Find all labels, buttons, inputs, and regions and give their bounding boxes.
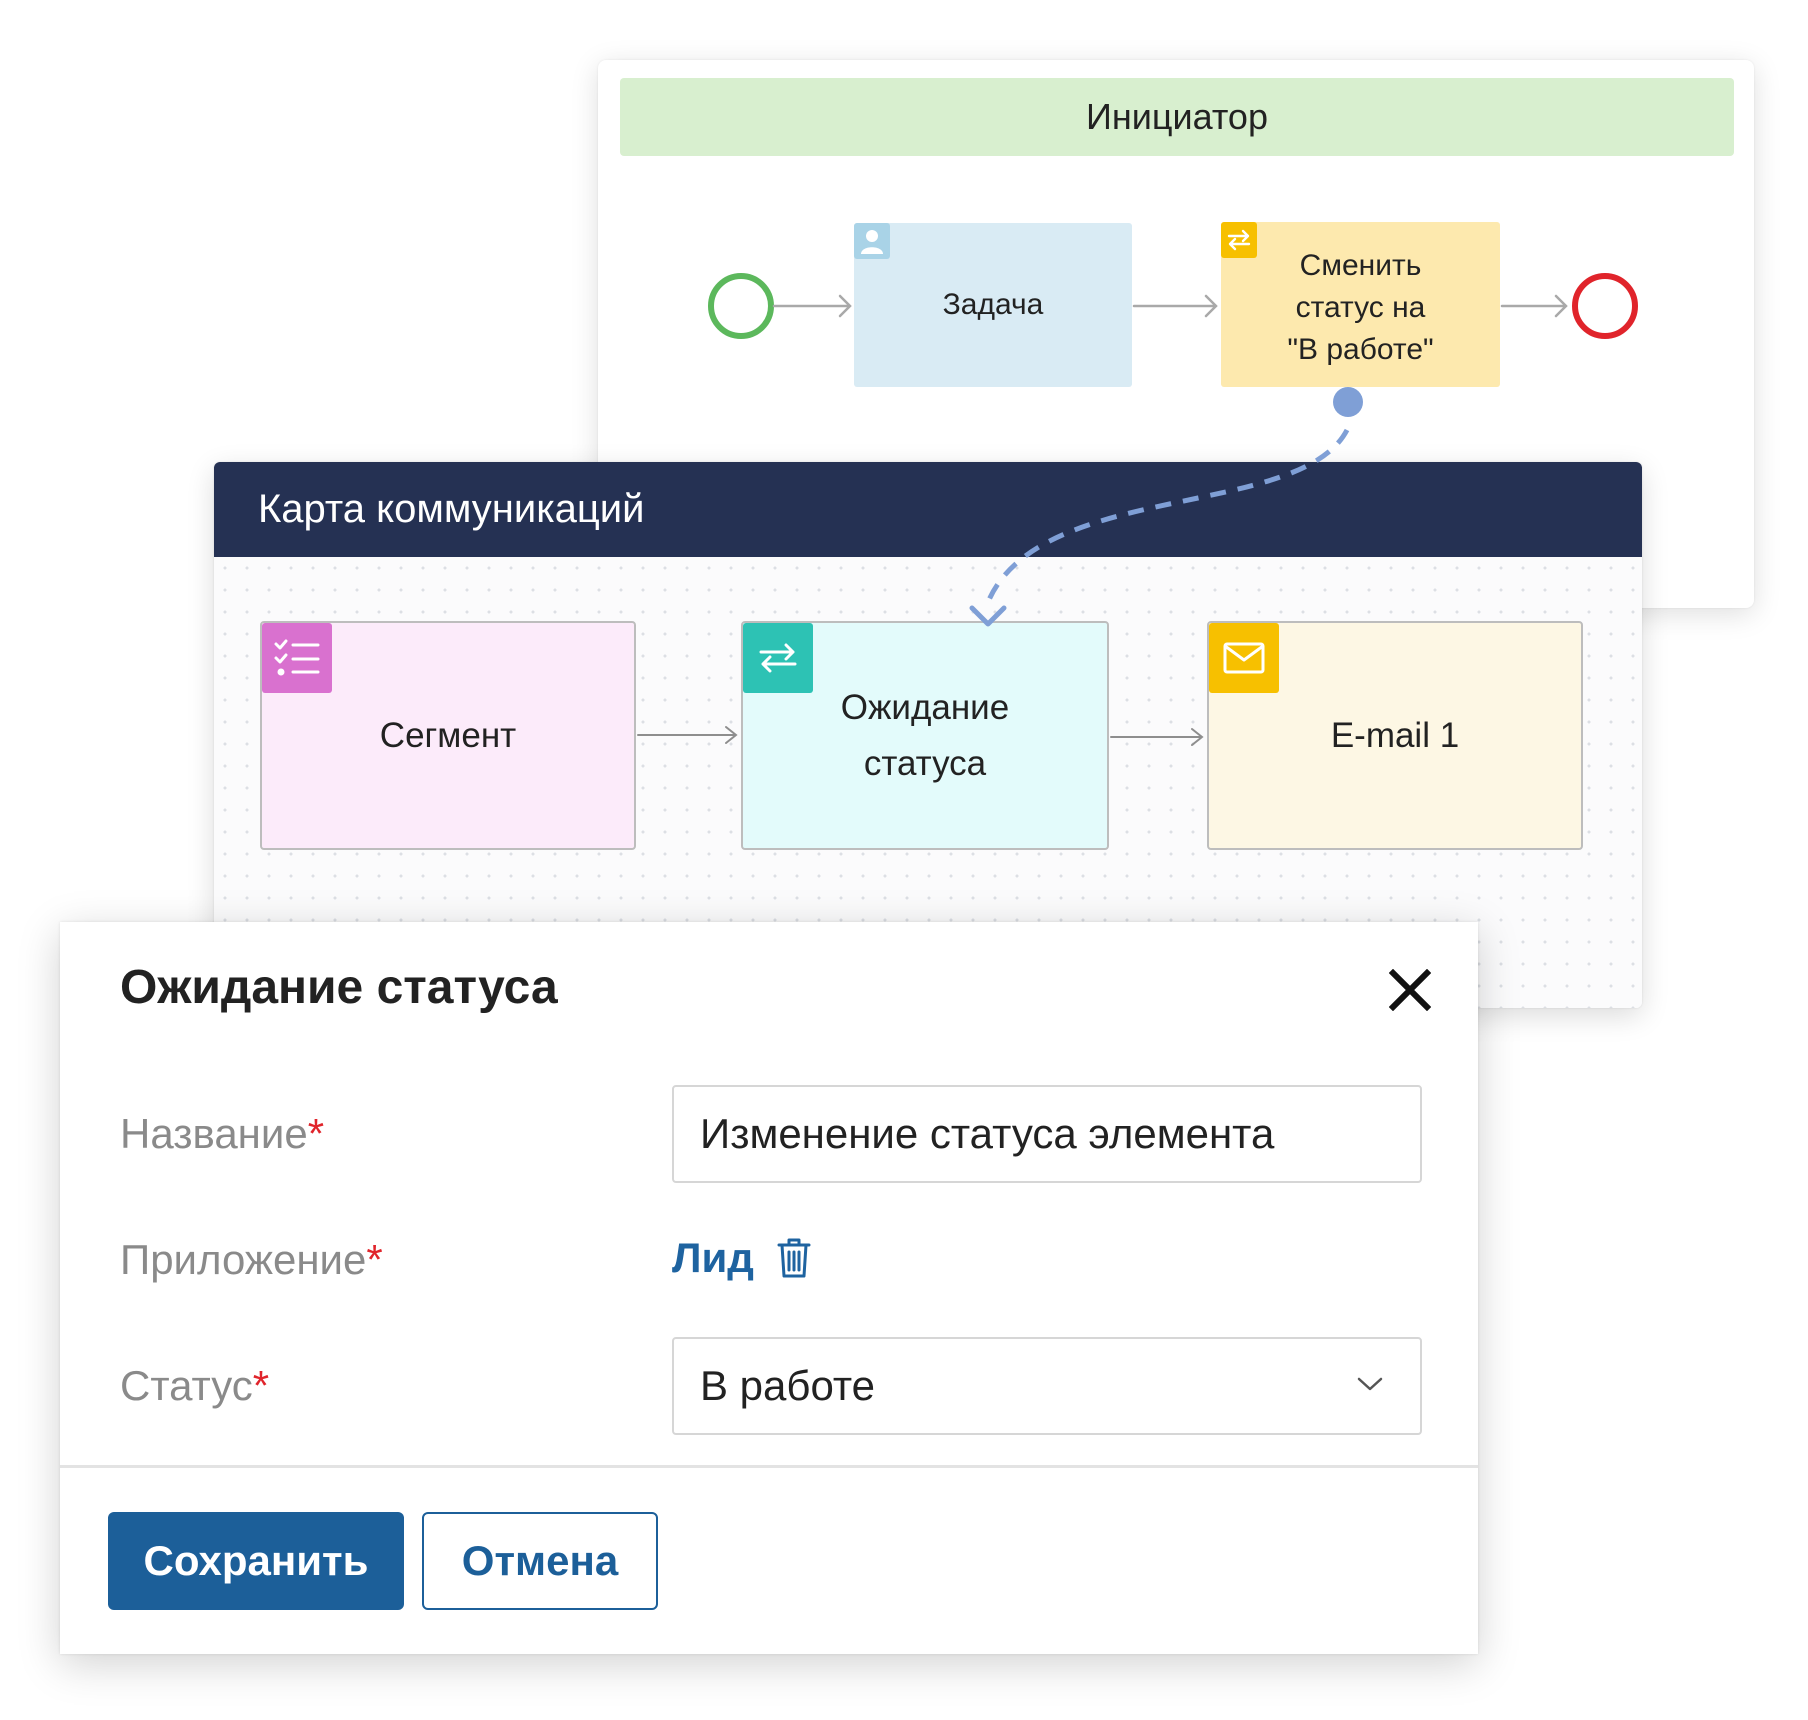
status-select[interactable]: В работе: [672, 1337, 1422, 1435]
flow-arrow: [1132, 294, 1218, 318]
comm-map-title: Карта коммуникаций: [258, 487, 645, 531]
app-label: Приложение*: [120, 1236, 383, 1283]
status-select-value: В работе: [700, 1362, 876, 1409]
swap-icon: [743, 623, 813, 693]
process-flows: [772, 294, 1568, 318]
lane-header: Инициатор: [620, 78, 1734, 156]
close-button[interactable]: [1386, 966, 1434, 1014]
node-wait-status[interactable]: Ожидание статуса: [741, 621, 1109, 850]
end-event[interactable]: [1572, 273, 1638, 339]
flow-arrow: [1500, 294, 1568, 318]
required-mark: *: [252, 1362, 270, 1409]
checklist-icon: [262, 623, 332, 693]
comm-map-header: Карта коммуникаций: [214, 462, 1642, 557]
node-label: Сегмент: [379, 715, 517, 755]
comm-map-flows: [637, 726, 1204, 746]
task-zadacha[interactable]: Задача: [854, 223, 1132, 387]
app-value: Лид: [672, 1234, 812, 1282]
required-mark: *: [366, 1236, 383, 1283]
wait-status-dialog: Ожидание статуса Название* Приложение* Л…: [60, 922, 1478, 1654]
name-input[interactable]: [672, 1085, 1422, 1183]
flow-arrow: [772, 294, 852, 318]
task-label: Сменить статус на "В работе": [1287, 248, 1434, 366]
trash-icon[interactable]: [776, 1237, 812, 1279]
swap-icon: [1221, 222, 1257, 258]
user-icon: [854, 223, 890, 259]
required-mark: *: [307, 1110, 325, 1157]
flow-arrow: [637, 726, 738, 744]
dialog-divider: [60, 1465, 1478, 1468]
start-event[interactable]: [708, 273, 774, 339]
save-button[interactable]: Сохранить: [108, 1512, 404, 1610]
node-label: Ожидание статуса: [840, 687, 1010, 783]
chevron-down-icon: [1357, 1377, 1383, 1391]
status-label: Статус*: [120, 1362, 270, 1409]
node-label: E-mail 1: [1330, 715, 1460, 755]
cancel-button[interactable]: Отмена: [422, 1512, 658, 1610]
task-label: Задача: [942, 288, 1044, 321]
close-icon: [1389, 969, 1431, 1011]
node-segment[interactable]: Сегмент: [260, 621, 636, 850]
dialog-title: Ожидание статуса: [120, 961, 558, 1014]
flow-arrow: [1110, 728, 1204, 746]
app-link[interactable]: Лид: [672, 1234, 754, 1281]
node-email[interactable]: E-mail 1: [1207, 621, 1583, 850]
task-change-status[interactable]: Сменить статус на "В работе": [1221, 222, 1500, 387]
name-label: Название*: [120, 1110, 325, 1157]
mail-icon: [1209, 623, 1279, 693]
